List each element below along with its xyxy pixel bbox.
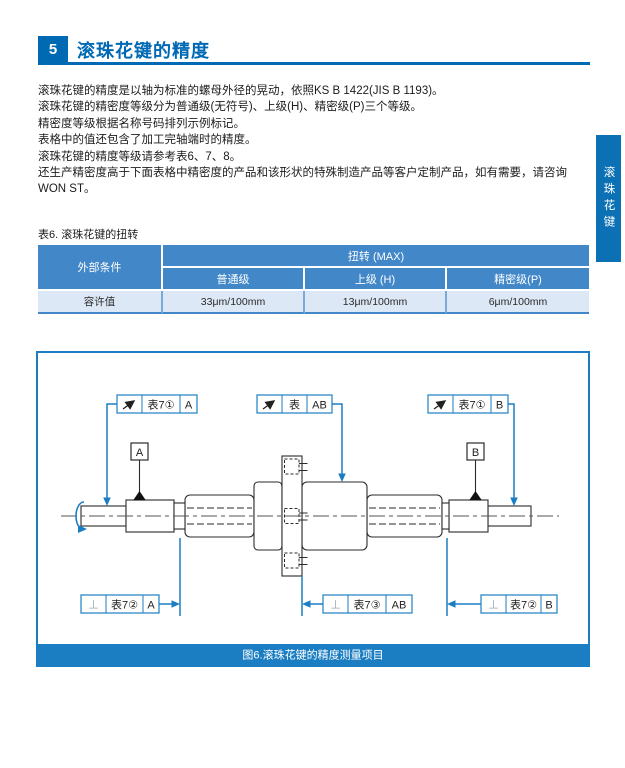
side-tab-ball-spline: 滚珠花键 [596, 135, 621, 262]
table-col-header-high: 上级 (H) [305, 268, 447, 291]
callout-datum: AB [312, 400, 327, 412]
intro-text: 滚珠花键的精度是以轴为标准的螺母外径的晃动，依照KS B 1422(JIS B … [38, 83, 591, 198]
callout-ref: 表7② [111, 598, 138, 612]
datum-triangle [469, 491, 482, 501]
table-corner-header: 外部条件 [38, 245, 163, 291]
perp-callout-a: ⊥ 表7② A [80, 594, 160, 614]
callout-ref: 表7① [148, 398, 175, 412]
intro-line: 滚珠花键的精度等级请参考表6、7、8。 [38, 150, 242, 163]
runout-arrow-icon [262, 400, 276, 410]
callout-ref: 表7② [510, 598, 537, 612]
callout-ref: 表7③ [354, 598, 381, 612]
table-row: 容许值 33μm/100mm 13μm/100mm 6μm/100mm [38, 291, 590, 314]
figure-6: A B 表7① A [35, 350, 591, 668]
value-cell-precision: 6μm/100mm [447, 291, 590, 314]
table-col-header-normal: 普通级 [163, 268, 305, 291]
datum-target-a: A [130, 442, 149, 501]
intro-line: 还生产精密度高于下面表格中精密度的产品和该形状的特殊制造产品等客户定制产品，如有… [38, 167, 567, 196]
value-cell-high: 13μm/100mm [305, 291, 447, 314]
flange-bolt-holes [284, 458, 308, 569]
figure-caption-bar [38, 644, 588, 665]
runout-callout-b: 表7① B [427, 394, 509, 414]
intro-line: 表格中的值还包含了加工完轴端时的精度。 [38, 134, 257, 147]
perp-callout-b: ⊥ 表7② B [480, 594, 558, 614]
intro-line: 滚珠花键的精密度等级分为普通级(无符号)、上级(H)、精密级(P)三个等级。 [38, 101, 422, 114]
section-number-badge: 5 [38, 36, 68, 63]
value-cell-normal: 33μm/100mm [163, 291, 305, 314]
perp-callout-ab: ⊥ 表7③ AB [322, 594, 413, 614]
runout-arrow-icon [433, 400, 447, 410]
spline-diagram: A B 表7① A [36, 351, 590, 667]
figure-caption: 图6.滚珠花键的精度测量项目 [242, 648, 383, 662]
callout-datum: AB [392, 600, 407, 612]
intro-line: 滚珠花键的精度是以轴为标准的螺母外径的晃动，依照KS B 1422(JIS B … [38, 85, 444, 97]
datum-b-label: B [472, 447, 479, 459]
runout-callout-ab: 表 AB [256, 394, 333, 414]
runout-callout-a: 表7① A [116, 394, 198, 414]
table-col-header-precision: 精密级(P) [447, 268, 590, 291]
table-group-header: 扭转 (MAX) [163, 245, 590, 268]
callout-ref: 表7① [459, 398, 486, 412]
perpendicularity-icon: ⊥ [330, 598, 340, 612]
datum-triangle [133, 491, 146, 501]
datum-a-label: A [136, 447, 144, 459]
rotation-arrow-icon [75, 501, 87, 533]
spline-groove-lines [187, 507, 440, 525]
table-caption: 表6. 滚珠花键的扭转 [38, 229, 139, 241]
callout-datum: B [496, 400, 503, 412]
torsion-table: 外部条件 扭转 (MAX) 普通级 上级 (H) 精密级(P) 容许值 33μm… [38, 245, 590, 314]
row-label-cell: 容许值 [38, 291, 163, 314]
leader-arrowheads [103, 473, 518, 608]
callout-ref: 表 [289, 398, 300, 412]
page-title: 滚珠花键的精度 [77, 41, 210, 61]
header-rule [38, 62, 590, 65]
callout-datum: B [545, 600, 552, 612]
callout-datum: A [185, 400, 193, 412]
perpendicularity-icon: ⊥ [488, 598, 498, 612]
perpendicularity-icon: ⊥ [88, 598, 98, 612]
runout-arrow-icon [122, 400, 136, 410]
leader-lines [106, 403, 515, 616]
datum-target-b: B [466, 442, 485, 501]
intro-line: 精密度等级根据名称号码排列示例标记。 [38, 117, 245, 130]
callout-datum: A [147, 600, 155, 612]
